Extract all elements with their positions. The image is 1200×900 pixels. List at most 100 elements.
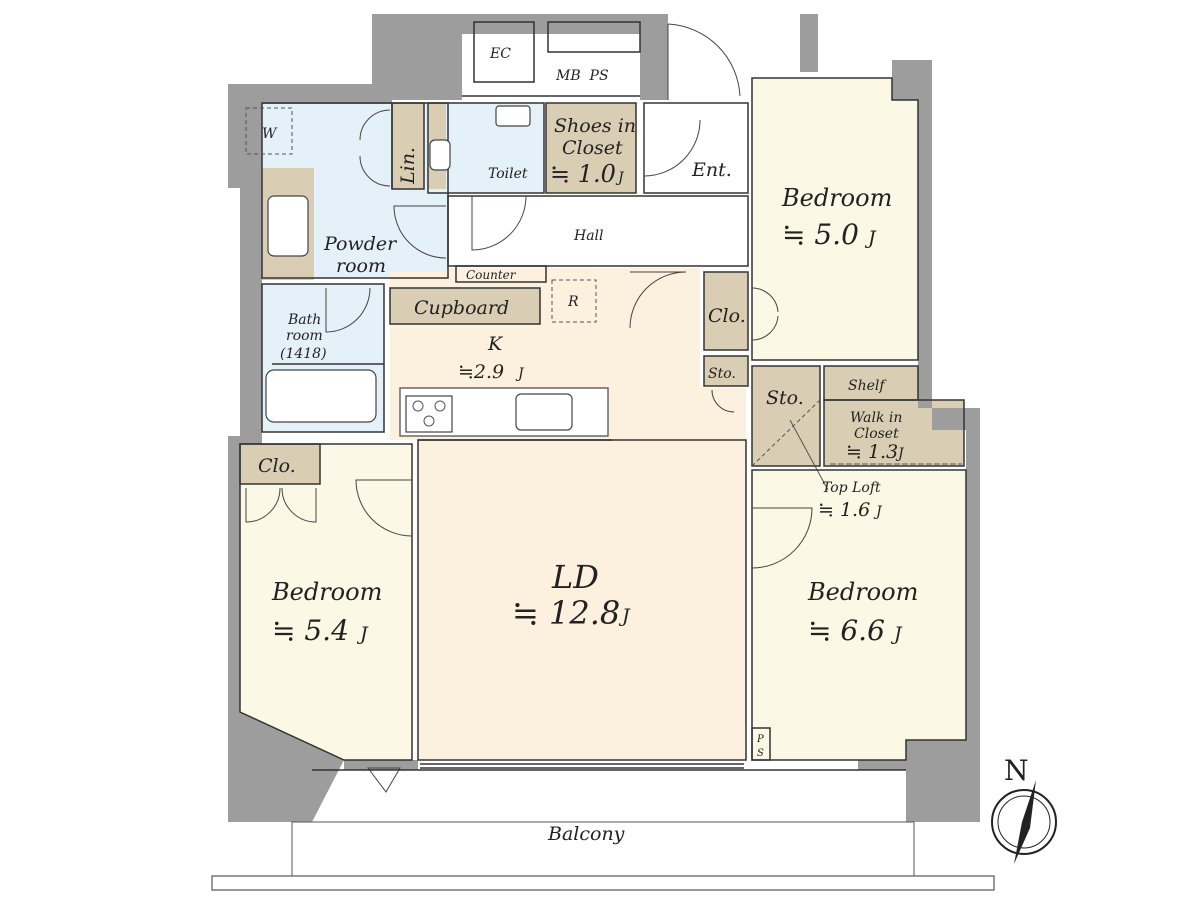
door-powder [393, 205, 447, 259]
label-powder-1: Powder [323, 233, 398, 255]
label-wic-1: Walk in [850, 410, 902, 426]
bedroom-w-outline [239, 443, 413, 761]
door-shoes [643, 119, 701, 177]
storage-fill [752, 366, 820, 466]
sto-small-box [703, 355, 749, 387]
shoes-closet-fill [546, 103, 636, 193]
burner-2 [434, 400, 446, 412]
labels: EC MB PS W Lin. Toilet Shoes in Closet ≒… [258, 46, 918, 845]
label-ec: EC [489, 46, 511, 62]
label-bedroom-e: Bedroom [807, 578, 918, 606]
toploft-pointer [789, 419, 829, 491]
wall-ne-top [800, 14, 818, 72]
closet-w-fill [240, 444, 320, 484]
label-bedroom-e-area: ≒ 6.6 [808, 614, 885, 647]
ld-outline [417, 439, 747, 761]
ldk-fill [390, 268, 746, 760]
north-compass: N [991, 754, 1057, 864]
label-toploft: Top Loft [822, 480, 881, 496]
wall-left-mid [240, 188, 262, 444]
washbasin [267, 195, 309, 257]
bath-outline [261, 283, 385, 433]
wall-top-core-right [640, 14, 668, 100]
burner-1 [412, 400, 424, 412]
door-toilet [471, 195, 527, 251]
wall-top-upper [228, 84, 392, 104]
wall-east-upper [918, 100, 932, 408]
label-shoes-1: Shoes in [554, 115, 636, 137]
powder-room-outline [261, 102, 449, 279]
wic-box [823, 399, 965, 467]
sto-box [751, 365, 821, 467]
door-bath [325, 287, 371, 333]
wall-south-right [858, 760, 906, 770]
label-kitchen-area: ≒2.9 [458, 361, 504, 383]
label-bedroom-e-unit: J [890, 623, 903, 645]
washer-box [245, 107, 293, 155]
door-lin-1 [359, 109, 391, 141]
label-ld-unit: J [618, 605, 631, 627]
sink [515, 393, 573, 431]
fridge-box [551, 279, 597, 323]
label-toploft-area: ≒ 1.6 [818, 499, 870, 521]
label-toilet: Toilet [488, 166, 528, 182]
label-storage: Sto. [766, 387, 804, 409]
label-shoes-area: ≒ 1.0 [550, 160, 616, 188]
label-bedroom-ne-unit: J [864, 227, 877, 249]
label-shoes-2: Closet [562, 137, 623, 159]
label-ps-1: P [756, 734, 764, 745]
label-kitchen-unit: J [515, 366, 525, 382]
label-shelf: Shelf [848, 378, 887, 394]
label-closet-mid: Clo. [708, 305, 746, 327]
entrance-fill [644, 103, 748, 193]
label-bedroom-w-unit: J [356, 623, 369, 645]
label-fridge: R [567, 294, 579, 310]
label-bath-1: Bath [287, 312, 321, 328]
exterior-walls [228, 14, 980, 822]
toilet-box [427, 102, 545, 194]
label-powder-2: room [336, 255, 386, 277]
interior-walls [239, 21, 967, 769]
wall-south-left [344, 760, 418, 770]
shelf-fill [824, 366, 918, 400]
hall-box [447, 195, 749, 267]
wall-se-corner [906, 740, 980, 822]
label-balcony: Balcony [547, 823, 625, 845]
label-ld-area: ≒ 12.8 [512, 594, 620, 632]
label-bedroom-ne: Bedroom [781, 184, 892, 212]
bedroom-ne-outline [751, 77, 919, 361]
bedroom-w-fill [240, 444, 412, 760]
bathtub [265, 369, 377, 423]
label-mbps: MB PS [555, 68, 609, 84]
door-clo-w-1 [245, 487, 281, 523]
door-sto-small [711, 389, 735, 413]
toilet-sink [495, 105, 531, 127]
label-counter: Counter [466, 268, 517, 282]
room-fills [240, 78, 966, 760]
counter-box [455, 265, 547, 283]
label-toploft-unit: J [873, 504, 883, 520]
label-storage-small: Sto. [708, 366, 736, 382]
label-linen: Lin. [397, 147, 419, 185]
mbps-box [547, 21, 641, 53]
label-washer: W [262, 126, 278, 142]
door-entrance [667, 23, 741, 100]
shoes-box [545, 102, 637, 194]
clo-mid-box [703, 271, 749, 351]
label-hall: Hall [573, 228, 604, 244]
door-balcony-sw [367, 767, 401, 793]
bedroom-e-fill [752, 470, 966, 760]
compass-needle-icon [1014, 780, 1036, 864]
doors [245, 23, 813, 793]
label-bath-2: room [286, 328, 323, 344]
stove [405, 395, 453, 433]
storage-small-fill [704, 356, 748, 386]
bedroom-ne-fill [752, 78, 918, 360]
cupboard-box [389, 287, 541, 325]
label-bedroom-w-area: ≒ 5.4 [272, 614, 349, 647]
sto-diagonal [751, 399, 821, 467]
door-clo-mid-1 [751, 287, 779, 313]
label-bedroom-ne-area: ≒ 5.0 [782, 218, 859, 251]
door-lin-2 [359, 155, 391, 187]
